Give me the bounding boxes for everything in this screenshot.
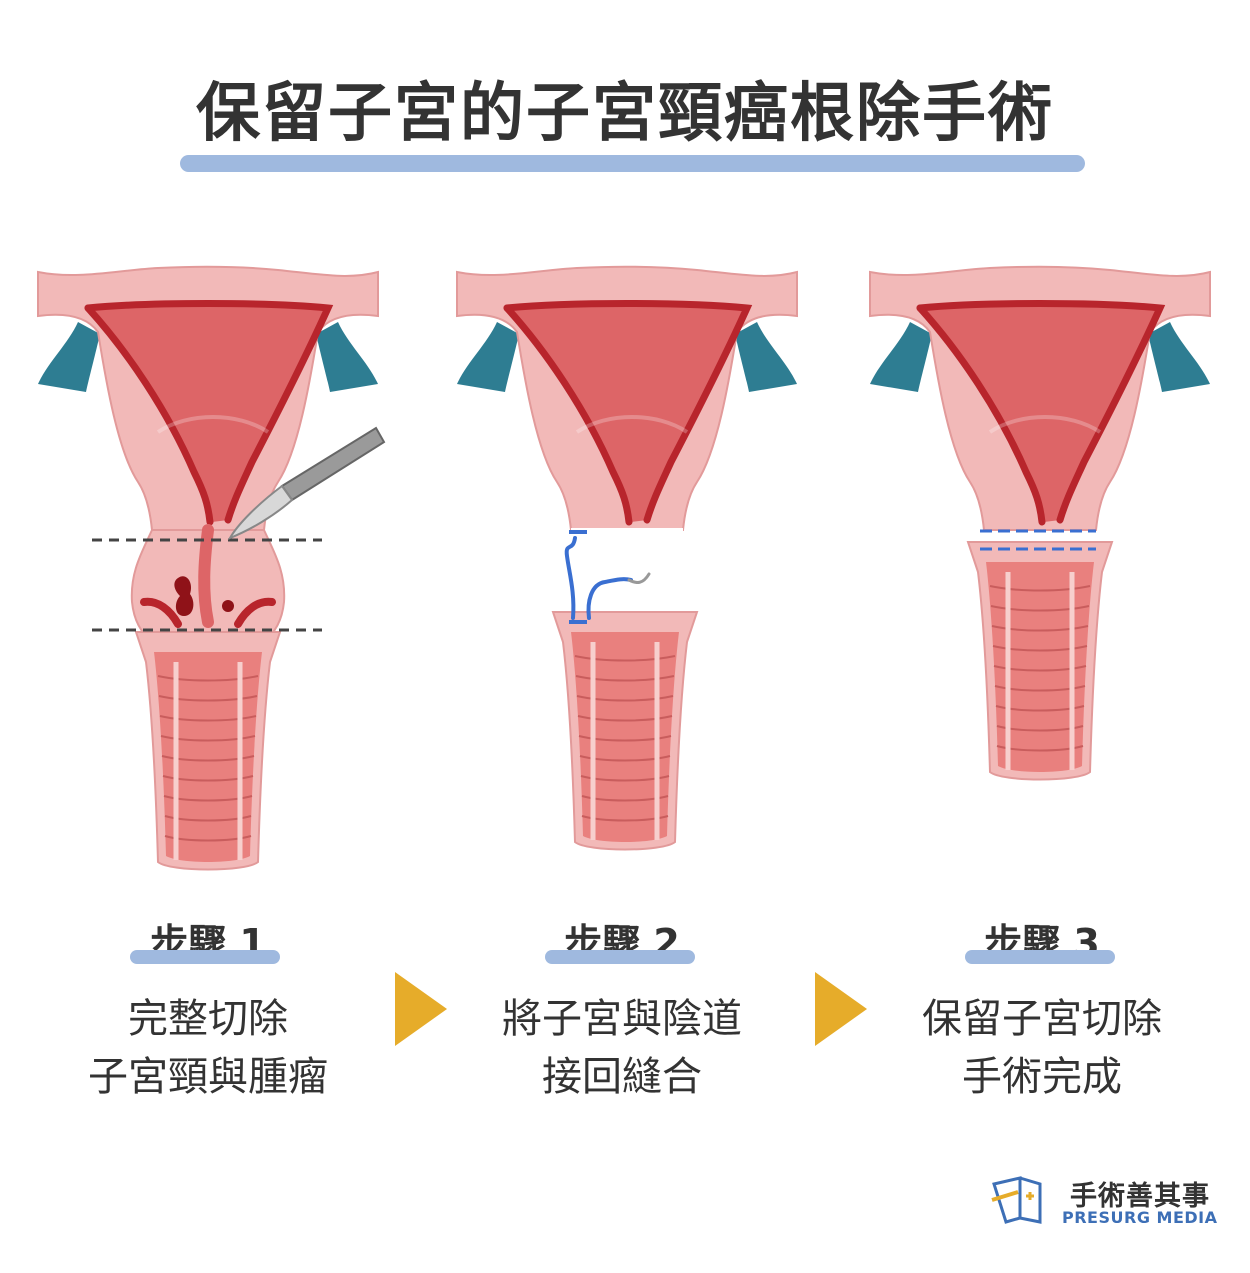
step-1-line-1: 完整切除 xyxy=(128,996,288,1042)
panel-step-3 xyxy=(870,267,1210,780)
step-2-line-2: 接回縫合 xyxy=(542,1054,702,1100)
panel-step-2 xyxy=(457,267,797,850)
step-1-line-2: 子宮頸與腫瘤 xyxy=(88,1054,328,1100)
step-1-description: 完整切除 子宮頸與腫瘤 xyxy=(18,990,398,1106)
panel-step-1 xyxy=(38,267,386,870)
diagram-canvas xyxy=(0,0,1250,900)
suture-icon xyxy=(564,536,633,620)
step-3-line-1: 保留子宮切除 xyxy=(922,996,1162,1042)
step-3-description: 保留子宮切除 手術完成 xyxy=(852,990,1232,1106)
step-2-underline xyxy=(545,950,695,964)
tumor-large xyxy=(174,576,194,616)
step-1-underline xyxy=(130,950,280,964)
next-arrow-icon xyxy=(815,972,867,1046)
step-3-underline xyxy=(965,950,1115,964)
tumor-small xyxy=(222,600,234,612)
scalpel-icon xyxy=(227,426,386,540)
title-underline xyxy=(180,155,1085,172)
step-2-description: 將子宮與陰道 接回縫合 xyxy=(432,990,812,1106)
step-2-line-1: 將子宮與陰道 xyxy=(502,996,742,1042)
next-arrow-icon xyxy=(395,972,447,1046)
logo-name-en: PRESURG MEDIA xyxy=(1062,1208,1218,1227)
logo-icon xyxy=(991,1176,1042,1224)
logo-name-zh: 手術善其事 xyxy=(1070,1181,1210,1212)
page-title: 保留子宮的子宮頸癌根除手術 xyxy=(196,77,1054,151)
step-3-line-2: 手術完成 xyxy=(962,1054,1122,1100)
